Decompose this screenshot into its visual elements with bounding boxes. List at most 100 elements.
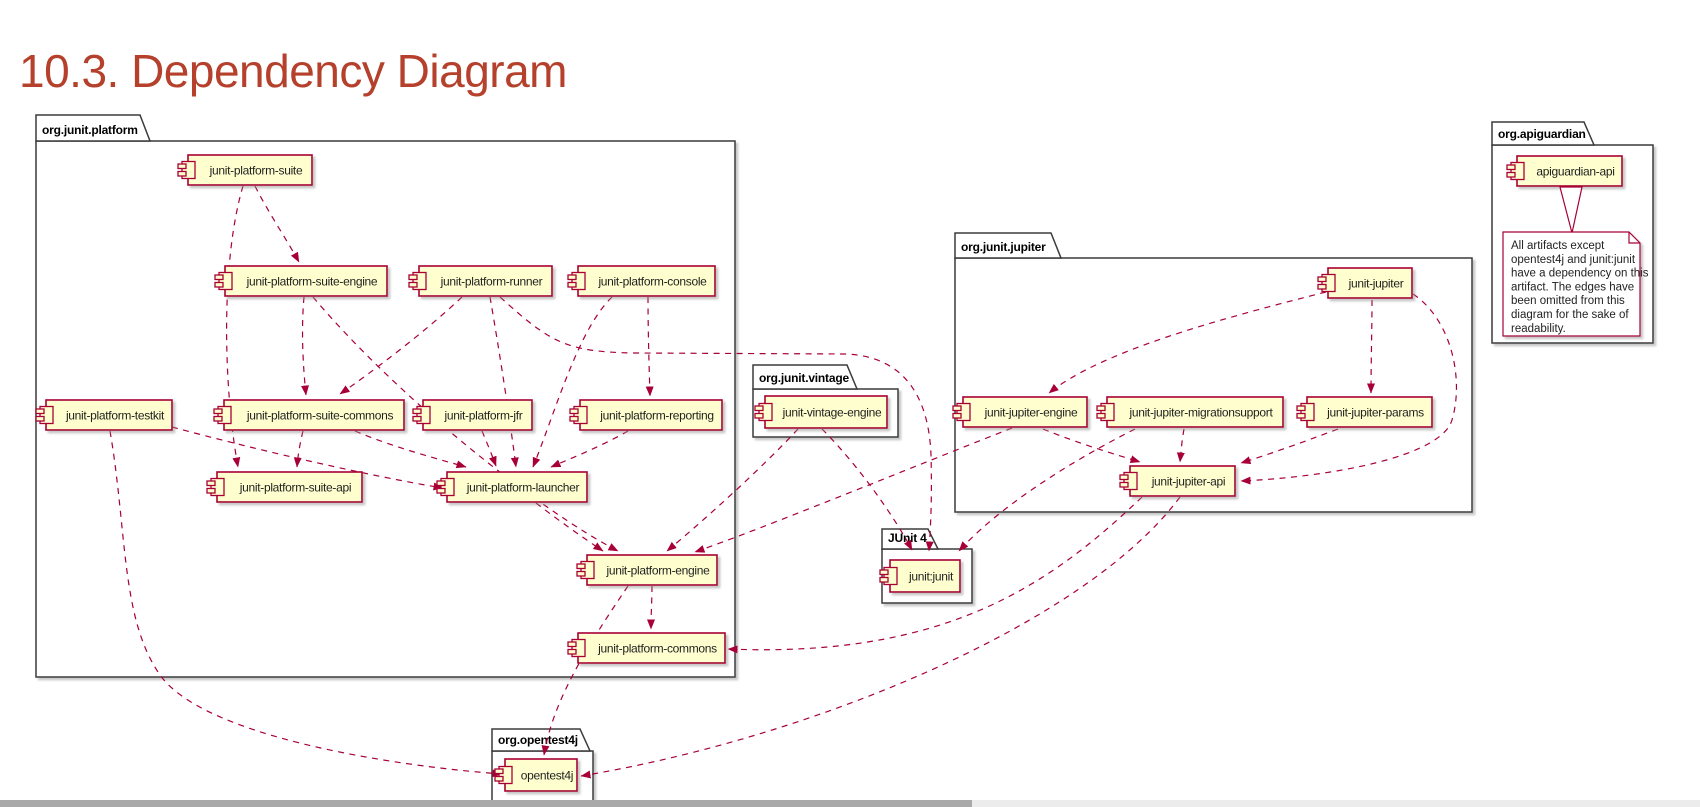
- edge-jupiter-to-jupiter-api: [1240, 293, 1458, 485]
- component-box: [577, 265, 716, 297]
- horizontal-scrollbar-thumb[interactable]: [0, 800, 972, 807]
- component-box: [504, 758, 578, 792]
- component-junit-platform-testkit: junit-platform-testkit: [35, 399, 173, 431]
- component-icon: [214, 271, 233, 291]
- component-icon: [567, 638, 586, 658]
- component-icon: [408, 271, 427, 291]
- component-label: junit-platform-reporting: [599, 409, 714, 423]
- package-label: org.junit.jupiter: [961, 240, 1046, 254]
- component-junit-jupiter-engine: junit-jupiter-engine: [952, 396, 1088, 428]
- component-label: junit-platform-engine: [605, 564, 710, 578]
- package-tab: [491, 728, 592, 752]
- package-tab: [1491, 121, 1596, 146]
- component-label: junit-jupiter-engine: [984, 406, 1078, 420]
- edge-suite-engine-to-engine: [312, 296, 619, 552]
- component-label: junit-jupiter-params: [1326, 406, 1424, 420]
- edge-engine-to-commons: [647, 585, 656, 630]
- component-box: [577, 632, 726, 664]
- edge-vintage-engine-to-engine: [666, 428, 799, 552]
- component-box: [1129, 465, 1236, 497]
- component-junit-vintage-engine: junit-vintage-engine: [754, 395, 888, 429]
- component-icon: [569, 405, 588, 425]
- component-box: [216, 471, 363, 503]
- component-label: apiguardian-api: [1536, 165, 1614, 179]
- edge-suite-engine-to-suite-commons: [301, 296, 310, 396]
- component-icon: [206, 477, 225, 497]
- component-label: junit-jupiter: [1348, 277, 1404, 291]
- component-label: junit-platform-suite-api: [239, 481, 352, 495]
- component-icon: [1317, 273, 1336, 293]
- component-label: junit-platform-console: [597, 275, 707, 289]
- component-box: [187, 154, 313, 186]
- component-junit-platform-engine: junit-platform-engine: [576, 554, 718, 586]
- component-box: [223, 399, 405, 431]
- package-tab: [752, 364, 859, 390]
- component-label: junit-platform-suite: [209, 164, 303, 178]
- component-icon: [494, 765, 513, 785]
- component-apiguardian-api: apiguardian-api: [1506, 155, 1623, 187]
- component-label: junit-platform-suite-engine: [246, 275, 378, 289]
- package-label: org.junit.vintage: [759, 371, 849, 385]
- component-junit-platform-suite-commons: junit-platform-suite-commons: [213, 399, 405, 431]
- package-label: JUnit 4: [888, 531, 927, 545]
- component-box: [586, 554, 718, 586]
- edge-jupiter-to-jupiter-engine: [1048, 291, 1327, 394]
- edge-suite-commons-to-suite-api: [293, 430, 304, 468]
- edge-jupiter-api-to-opentest4j: [580, 496, 1181, 779]
- component-icon: [412, 405, 431, 425]
- component-junit-platform-suite: junit-platform-suite: [177, 154, 313, 186]
- component-junit-platform-jfr: junit-platform-jfr: [412, 399, 533, 431]
- edge-migrationsupport-to-junit: [958, 428, 1136, 552]
- component-icon: [1296, 402, 1315, 422]
- edge-runner-to-launcher: [489, 296, 519, 468]
- component-opentest4j: opentest4j: [494, 758, 578, 792]
- component-junit-platform-reporting: junit-platform-reporting: [569, 399, 723, 431]
- edge-jupiter-engine-to-jupiter-api: [1042, 428, 1141, 464]
- component-junit-jupiter: junit-jupiter: [1317, 267, 1413, 299]
- component-box: [889, 559, 961, 593]
- component-icon: [952, 402, 971, 422]
- edge-testkit-to-launcher: [171, 426, 444, 491]
- component-icon: [1119, 471, 1138, 491]
- component-label: junit-jupiter-migrationsupport: [1128, 406, 1273, 420]
- component-junit-jupiter-api: junit-jupiter-api: [1119, 465, 1236, 497]
- component-label: junit-platform-testkit: [65, 409, 165, 423]
- edge-console-to-reporting: [645, 296, 654, 397]
- package-label: org.opentest4j: [498, 733, 578, 747]
- component-box: [224, 265, 388, 297]
- component-label: junit-platform-commons: [597, 642, 717, 656]
- component-icon: [1096, 402, 1115, 422]
- page-title: 10.3. Dependency Diagram: [19, 45, 568, 98]
- edge-launcher-to-engine: [535, 502, 604, 552]
- component-icon: [567, 271, 586, 291]
- component-box: [1306, 396, 1433, 428]
- component-junit-platform-runner: junit-platform-runner: [408, 265, 553, 297]
- component-icon: [576, 560, 595, 580]
- note-connector: [1559, 186, 1583, 234]
- edge-engine-to-opentest4j: [541, 585, 629, 756]
- component-box: [418, 265, 553, 297]
- note-body: [1502, 231, 1641, 337]
- package-label: org.junit.platform: [42, 123, 138, 137]
- component-icon: [177, 160, 196, 180]
- edge-jupiter-to-params: [1367, 299, 1376, 394]
- edge-runner-to-suite-commons: [339, 296, 463, 395]
- component-label: opentest4j: [521, 769, 573, 783]
- component-icon: [35, 405, 54, 425]
- component-label: junit-platform-launcher: [466, 481, 580, 495]
- edge-jupiter-engine-to-engine: [694, 427, 1013, 553]
- component-label: junit-vintage-engine: [782, 406, 882, 420]
- component-box: [1106, 396, 1284, 428]
- component-icon: [879, 566, 898, 586]
- package-tab: [35, 114, 152, 142]
- edge-console-to-launcher: [532, 296, 613, 468]
- edge-migrationsupport-to-jupiter-api: [1176, 428, 1185, 463]
- edge-runner-to-junit: [499, 296, 934, 552]
- package-tab: [954, 232, 1063, 259]
- component-box: [962, 396, 1088, 428]
- component-label: junit:junit: [908, 570, 954, 584]
- component-junit-jupiter-migrationsupport: junit-jupiter-migrationsupport: [1096, 396, 1284, 428]
